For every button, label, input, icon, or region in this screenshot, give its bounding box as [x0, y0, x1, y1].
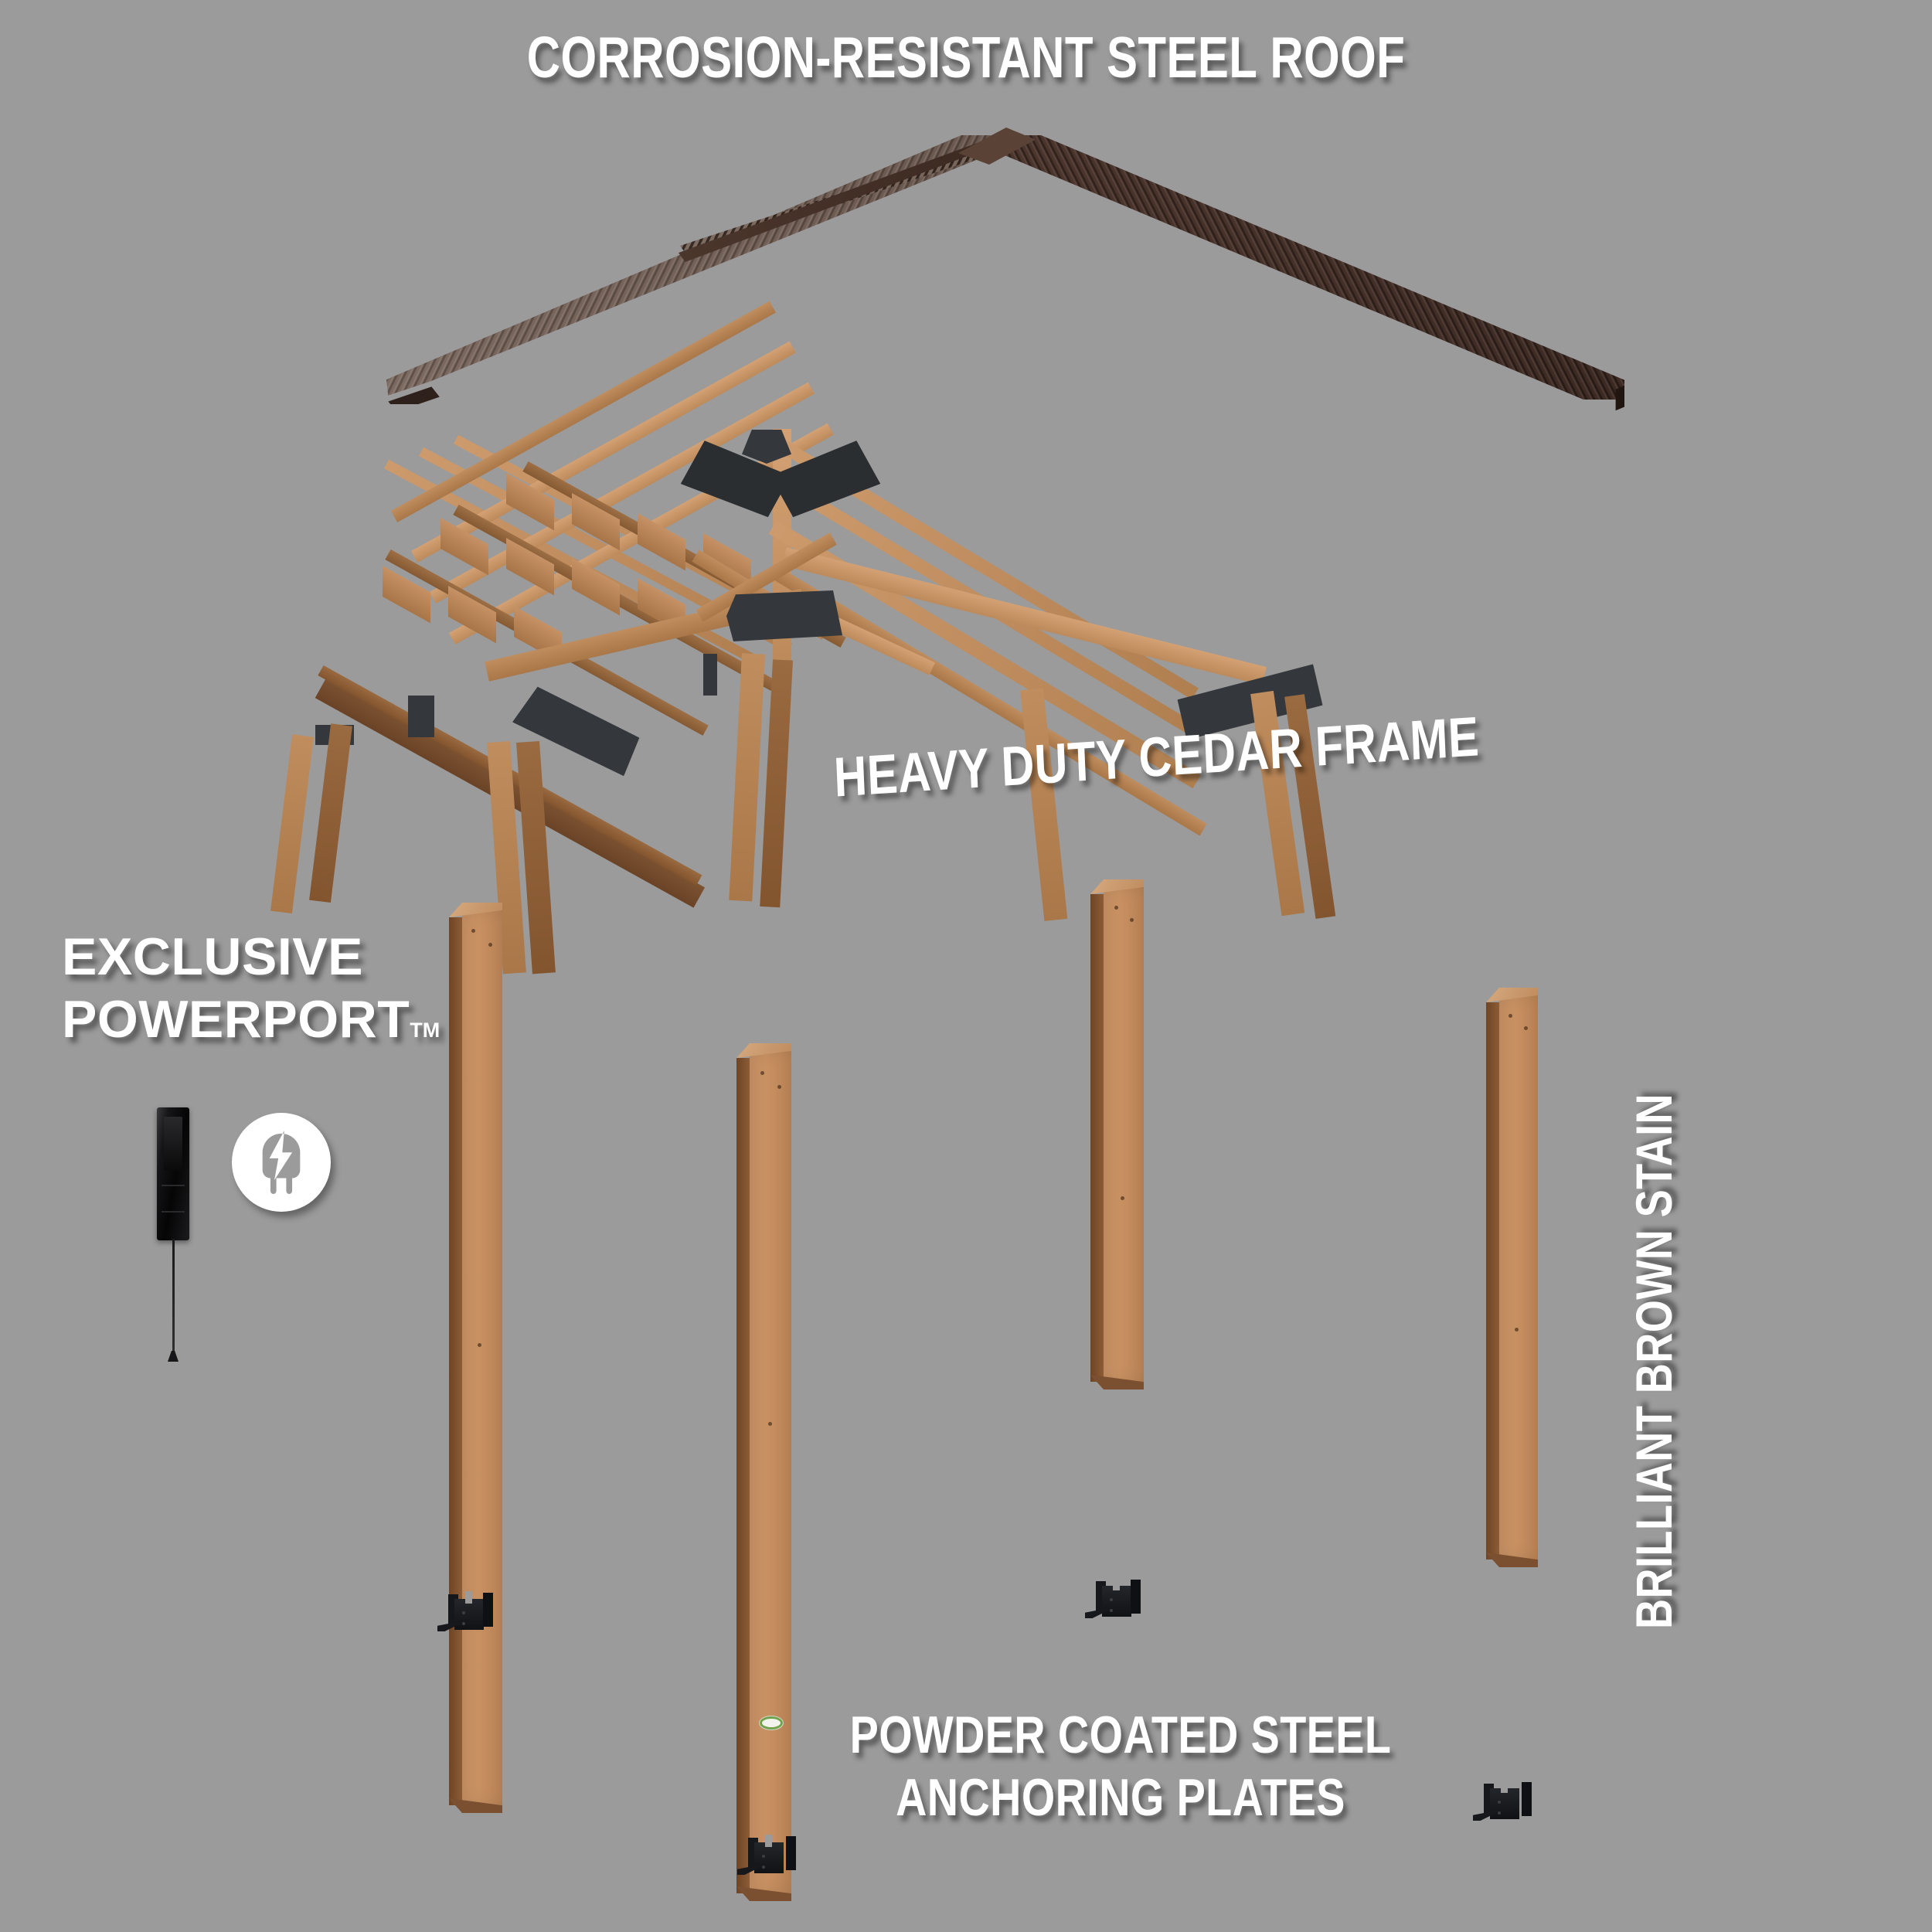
label-anchoring-plates-line1: POWDER COATED STEEL [849, 1706, 1392, 1764]
post-bolt-hole [488, 943, 492, 947]
anchor-bolt-hole [762, 1855, 765, 1858]
roof-ridge-cap [679, 131, 1011, 262]
anchor-side-wall [483, 1593, 493, 1627]
anchor-body [454, 1599, 484, 1630]
anchor-slot [765, 1835, 772, 1847]
corner-brace [729, 653, 765, 902]
corner-brace [1020, 688, 1068, 921]
anchor-body [1102, 1586, 1131, 1617]
anchor-slot [465, 1591, 472, 1604]
label-powerport: EXCLUSIVE POWERPORTTM [62, 927, 440, 1046]
powerport-seam [162, 1211, 185, 1213]
post-bolt-hole [471, 929, 475, 933]
anchoring-plate [1085, 1575, 1141, 1623]
anchoring-plate [1473, 1777, 1532, 1828]
label-powerport-tm: TM [410, 1018, 440, 1042]
anchor-bolt-hole [1498, 1801, 1501, 1804]
anchor-side-wall [786, 1836, 796, 1870]
label-anchoring-plates: POWDER COATED STEEL ANCHORING PLATES [850, 1709, 1392, 1823]
rafter-blocking [572, 558, 620, 616]
steel-roof-assembly [386, 128, 1624, 413]
roof-panel-right [997, 135, 1624, 400]
anchor-slot [1501, 1781, 1508, 1793]
cedar-post [1090, 879, 1144, 1389]
post-knot [1515, 1328, 1519, 1332]
post-bolt-hole [760, 1071, 764, 1075]
anchor-bolt-hole [462, 1622, 465, 1625]
anchor-bolt-hole [1110, 1598, 1113, 1601]
powerport-outlet-device [157, 1107, 189, 1240]
anchor-bolt-hole [1110, 1609, 1113, 1612]
post-front-face [462, 910, 502, 1805]
post-brand-badge [759, 1716, 784, 1730]
post-front-face [750, 1051, 791, 1893]
post-bolt-hole [1130, 918, 1134, 922]
post-front-face [1104, 887, 1144, 1382]
anchoring-plate [737, 1832, 796, 1883]
anchor-bolt-hole [762, 1866, 765, 1869]
steel-bracket [703, 654, 717, 696]
anchor-bolt-hole [462, 1611, 465, 1614]
steel-gusset-plate [726, 590, 842, 641]
anchor-body [754, 1842, 784, 1873]
plug-bolt-icon [262, 1131, 301, 1194]
post-bolt-hole [1524, 1026, 1528, 1030]
label-powerport-line2: POWERPORT [62, 989, 410, 1049]
post-side-face [736, 1058, 750, 1893]
cedar-frame-assembly [270, 301, 1685, 975]
anchor-body [1490, 1788, 1519, 1819]
post-side-face [449, 917, 462, 1805]
post-side-face [1486, 1002, 1499, 1560]
post-bolt-hole [1509, 1014, 1512, 1018]
anchor-bolt-hole [1498, 1811, 1501, 1815]
post-knot [478, 1343, 481, 1347]
cedar-post [736, 1043, 791, 1901]
post-front-face [1499, 995, 1538, 1560]
powerport-seam [162, 1185, 185, 1186]
powerport-cable [172, 1239, 175, 1355]
powerport-plug-tip [168, 1351, 179, 1362]
post-bolt-hole [777, 1085, 781, 1089]
anchor-slot [1113, 1578, 1120, 1590]
corner-brace [760, 659, 793, 908]
label-powerport-line2-row: POWERPORTTM [62, 993, 440, 1046]
label-steel-roof: CORROSION-RESISTANT STEEL ROOF [527, 29, 1406, 87]
label-brown-stain-text: BRILLIANT BROWN STAIN [1625, 1093, 1682, 1629]
powerport-face-window [164, 1117, 182, 1171]
powerport-badge [232, 1113, 331, 1212]
label-steel-roof-text: CORROSION-RESISTANT STEEL ROOF [526, 25, 1406, 90]
cedar-post [1486, 988, 1538, 1567]
label-powerport-line1: EXCLUSIVE [62, 927, 363, 986]
post-side-face [1090, 894, 1104, 1382]
steel-bracket [408, 696, 434, 737]
label-brown-stain: BRILLIANT BROWN STAIN [1625, 1094, 1682, 1629]
cedar-post [449, 903, 502, 1813]
corner-brace [309, 723, 352, 903]
anchor-side-wall [1131, 1580, 1141, 1614]
post-bolt-hole [1114, 906, 1118, 910]
anchor-side-wall [1522, 1782, 1532, 1816]
roof-fascia-right [1615, 385, 1624, 411]
anchoring-plate [437, 1588, 493, 1636]
corner-brace [270, 734, 314, 913]
label-anchoring-plates-line2: ANCHORING PLATES [896, 1767, 1345, 1827]
post-knot [1121, 1196, 1124, 1200]
post-knot [768, 1422, 772, 1426]
